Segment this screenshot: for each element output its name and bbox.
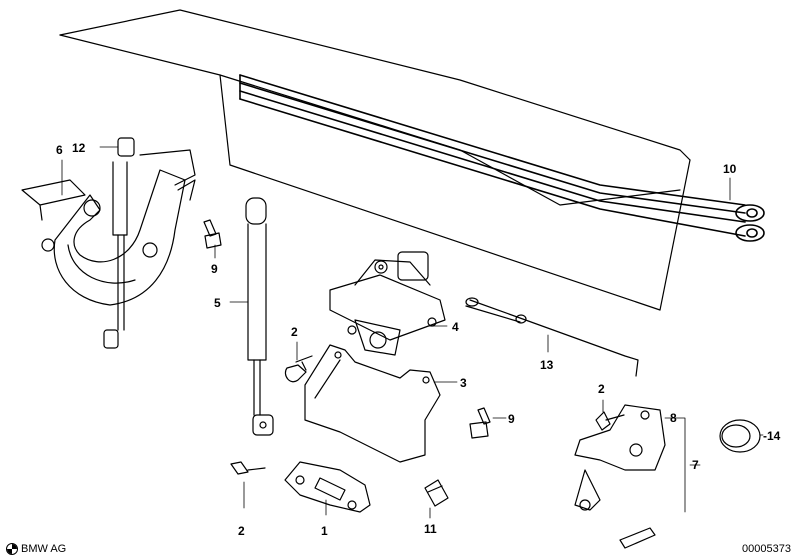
trunk-lid [59, 9, 691, 311]
callout-10: 10 [723, 162, 737, 176]
lock-actuator [574, 404, 666, 549]
gas-strut-center [245, 197, 274, 436]
callout-12: 12 [72, 141, 86, 155]
callout-4: 4 [452, 320, 459, 334]
bolt-9-lower [469, 407, 491, 439]
lock-bracket [304, 344, 441, 463]
cap-14 [719, 419, 761, 453]
bolt-2-actuator [595, 411, 625, 431]
gas-strut-left [103, 137, 135, 349]
callout-2c: 2 [598, 382, 605, 396]
callout-2b: 2 [238, 524, 245, 538]
callout-1: 1 [321, 524, 328, 538]
brand-name: BMW AG [21, 543, 67, 555]
striker-plate [284, 461, 371, 513]
callout-7: 7 [692, 458, 699, 472]
bmw-logo-icon [6, 543, 18, 555]
callout-6: 6 [56, 143, 63, 157]
brand-footer: BMW AG [6, 543, 66, 555]
bolt-9-upper [203, 219, 222, 249]
document-number: 00005373 [742, 543, 791, 555]
callout-3: 3 [460, 376, 467, 390]
operating-rod [465, 297, 639, 377]
trunk-lock [329, 251, 446, 356]
bolt-2-lock [284, 355, 313, 383]
callout-8: 8 [670, 411, 677, 425]
callout-11: 11 [424, 522, 437, 536]
callout-14: -14 [763, 429, 781, 443]
callout-2a: 2 [291, 325, 298, 339]
callout-13: 13 [540, 358, 554, 372]
callout-labels: 1 2 2 2 3 4 5 6 7 8 9 9 10 11 12 13 -14 [56, 141, 781, 538]
trunk-hinge [21, 149, 196, 306]
callout-9b: 9 [508, 412, 515, 426]
leader-lines [61, 146, 764, 519]
callout-9a: 9 [211, 262, 218, 276]
callout-5: 5 [214, 296, 221, 310]
seal-strip [239, 74, 765, 242]
clip-nut [424, 479, 449, 507]
bolt-2-striker [230, 461, 266, 475]
